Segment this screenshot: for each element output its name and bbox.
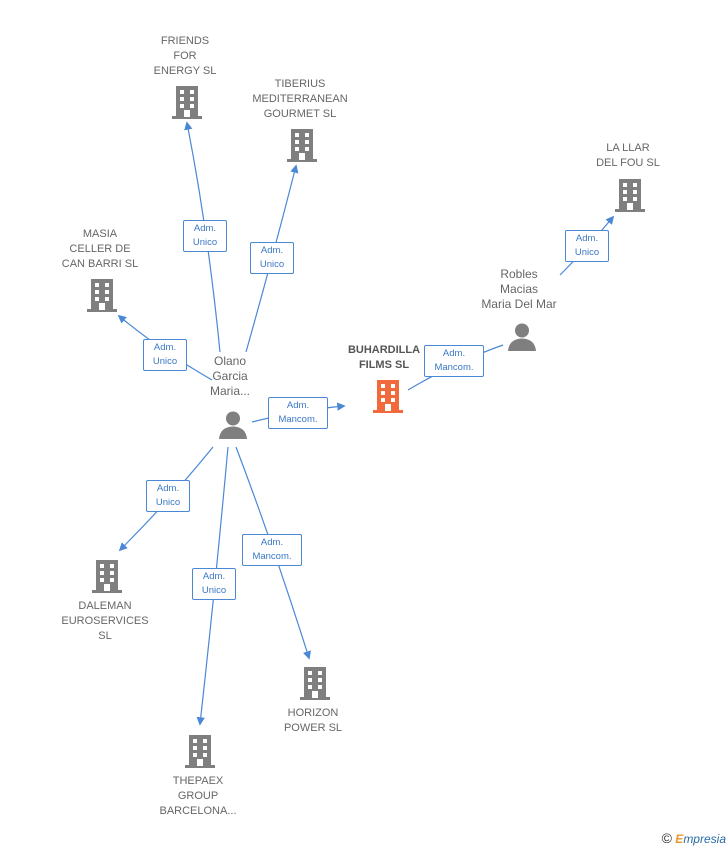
edge-label-olano-horizon[interactable]: Adm. Mancom. [242,534,302,566]
node-label-tiberius: TIBERIUS MEDITERRANEAN GOURMET SL [252,78,348,120]
building-icon[interactable] [299,665,331,701]
building-icon[interactable] [184,733,216,769]
edge-label-olano-buhardilla[interactable]: Adm. Mancom. [268,397,328,429]
person-icon[interactable] [218,410,248,440]
edge-label-olano-tiberius[interactable]: Adm. Unico [250,242,294,274]
building-icon[interactable] [171,84,203,120]
person-icon[interactable] [507,322,537,352]
building-icon[interactable] [614,177,646,213]
node-label-thepaex: THEPAEX GROUP BARCELONA... [159,775,237,817]
node-label-buhardilla: BUHARDILLA FILMS SL [347,344,421,371]
edge-label-olano-friends[interactable]: Adm. Unico [183,220,227,252]
node-label-friends: FRIENDS FOR ENERGY SL [153,35,217,77]
building-icon[interactable] [91,558,123,594]
node-label-llar: LA LLAR DEL FOU SL [596,142,660,169]
building-icon[interactable] [286,127,318,163]
brand-logo-initial: E [675,832,684,846]
edge-label-olano-thepaex[interactable]: Adm. Unico [192,568,236,600]
node-label-daleman: DALEMAN EUROSERVICES SL [61,600,149,642]
brand-logo-text: mpresia [683,832,726,846]
edge-label-olano-masia[interactable]: Adm. Unico [143,339,187,371]
edge-label-robles-llar[interactable]: Adm. Unico [565,230,609,262]
copyright-symbol: © [661,830,672,846]
node-label-robles: Robles Macias Maria Del Mar [481,267,557,311]
edge-label-olano-daleman[interactable]: Adm. Unico [146,480,190,512]
node-label-olano: Olano Garcia Maria... [209,354,250,398]
brand-footer: © Empresia [662,830,726,846]
node-label-masia: MASIA CELLER DE CAN BARRI SL [61,228,139,270]
building-icon[interactable] [86,277,118,313]
node-label-horizon: HORIZON POWER SL [283,707,343,734]
building-icon[interactable] [372,378,404,414]
edge-label-robles-buhardilla[interactable]: Adm. Mancom. [424,345,484,377]
